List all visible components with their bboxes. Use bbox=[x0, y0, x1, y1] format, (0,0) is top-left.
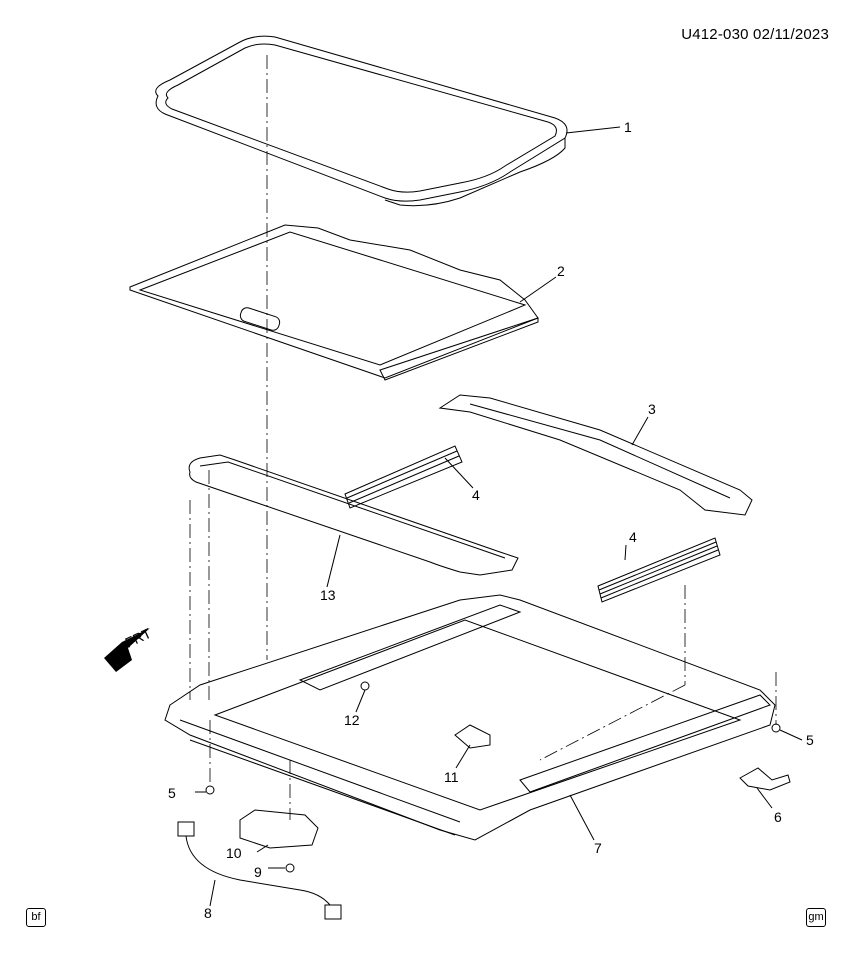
label-10: 10 bbox=[226, 845, 242, 861]
diagram-code: U412-030 02/11/2023 bbox=[681, 26, 829, 43]
guide-lines bbox=[189, 55, 777, 820]
label-6: 6 bbox=[774, 809, 782, 825]
label-13: 13 bbox=[320, 587, 336, 603]
label-5-left: 5 bbox=[168, 785, 176, 801]
gm-logo-badge: gm bbox=[806, 908, 826, 927]
sunshade-part bbox=[129, 224, 539, 381]
label-7: 7 bbox=[594, 840, 602, 856]
bf-badge: bf bbox=[26, 908, 46, 927]
label-9: 9 bbox=[254, 864, 262, 880]
label-1: 1 bbox=[624, 119, 632, 135]
small-parts bbox=[177, 681, 791, 920]
front-rail-part bbox=[438, 394, 753, 516]
label-5-right: 5 bbox=[806, 732, 814, 748]
label-4-lower: 4 bbox=[629, 529, 637, 545]
front-arrow-icon: FRT bbox=[104, 625, 154, 672]
label-12: 12 bbox=[344, 712, 360, 728]
label-11: 11 bbox=[444, 769, 459, 785]
sunroof-frame-part bbox=[164, 594, 776, 841]
label-8: 8 bbox=[204, 905, 212, 921]
leader-lines bbox=[195, 126, 803, 907]
glass-panel-part bbox=[155, 35, 568, 207]
label-4-upper: 4 bbox=[472, 487, 480, 503]
label-3: 3 bbox=[648, 401, 656, 417]
part-number-labels: 1 2 3 4 4 5 5 6 7 8 9 10 11 12 13 bbox=[168, 119, 814, 921]
label-2: 2 bbox=[557, 263, 565, 279]
seal-strip-parts bbox=[344, 445, 721, 603]
drain-tube-part bbox=[188, 454, 519, 576]
